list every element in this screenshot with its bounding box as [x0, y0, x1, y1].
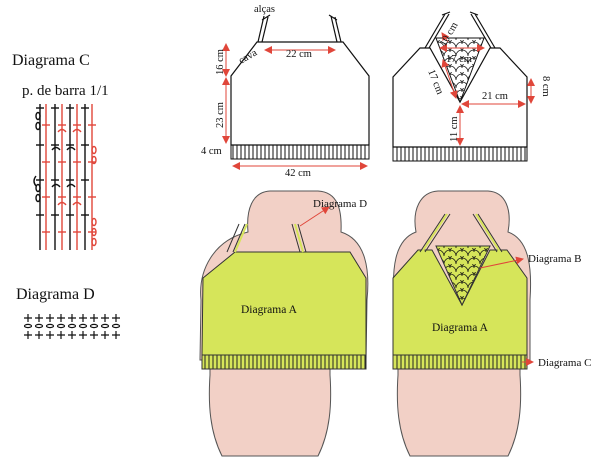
back-body-outline	[392, 47, 528, 148]
front-straps	[257, 14, 342, 43]
front-body-outline	[230, 41, 370, 146]
front-schematic: alças cava 22 cm 16 cm 23 cm 4 cm 42 cm	[201, 4, 370, 179]
half-width-dim: 21 cm	[482, 91, 508, 102]
top-width-dim: 22 cm	[286, 49, 312, 60]
side-height-dim: 8 cm	[540, 76, 551, 97]
callout-d-arrow	[299, 206, 330, 227]
back-schematic: 10 cm 17 cm 17 cm 21 cm 11 cm 8 cm	[392, 11, 551, 162]
front-top: Diagrama A	[201, 223, 367, 370]
front-ribbing-band	[230, 144, 370, 160]
back-top: Diagrama A	[392, 213, 528, 370]
callout-b-arrow	[479, 256, 524, 269]
bottom-width-dim: 42 cm	[285, 168, 311, 179]
callout-d-label: Diagrama D	[313, 198, 367, 210]
back-straps	[424, 11, 496, 49]
center-height-dim: 11 cm	[449, 116, 460, 142]
back-ribbing-band	[392, 146, 528, 162]
diagram-c-title: Diagrama C	[12, 52, 90, 69]
armhole-depth-dim: 16 cm	[215, 49, 226, 75]
callout-b-label: Diagrama B	[528, 253, 581, 265]
stitch-name-label: p. de barra 1/1	[22, 83, 109, 99]
lace-width-dim: 17 cm	[446, 54, 472, 65]
callout-c-label: Diagrama C	[538, 357, 591, 369]
body-height-dim: 23 cm	[215, 102, 226, 128]
ribbing-height-dim: 4 cm	[201, 146, 222, 157]
diagram-c-chart	[33, 104, 97, 250]
diagram-d-title: Diagrama D	[16, 286, 95, 303]
strap-label: alças	[254, 4, 275, 15]
diagram-d-chart	[23, 314, 121, 339]
front-body-label: Diagrama A	[241, 304, 298, 316]
back-body-label: Diagrama A	[432, 322, 489, 334]
